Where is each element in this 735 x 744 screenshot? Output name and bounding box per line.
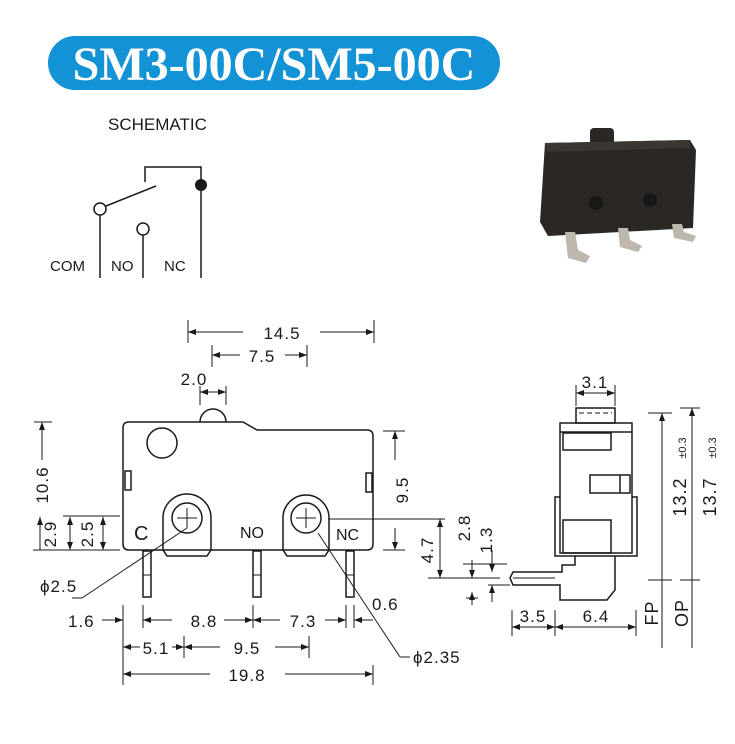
schematic-com-label: COM [50, 258, 85, 275]
dim-13-7-tolerance: ±0.3 [707, 437, 719, 458]
terminal-label-c: C [134, 523, 148, 545]
dim-7-5: 7.5 [249, 347, 276, 366]
dim-2-9: 2.9 [41, 521, 60, 548]
schematic-heading: SCHEMATIC [108, 115, 207, 134]
label-op: OP [672, 599, 692, 627]
dim-10-6: 10.6 [33, 466, 52, 503]
schematic-no-label: NO [111, 258, 134, 275]
dim-19-8: 19.8 [228, 666, 265, 685]
title-text: SM3-00C/SM5-00C [73, 38, 476, 91]
dim-2-5: 2.5 [78, 521, 97, 548]
dim-13-2: 13.2 [670, 477, 690, 516]
nc-contact [195, 179, 207, 191]
title-banner: SM3-00C/SM5-00C [48, 36, 500, 91]
schematic-nc-label: NC [164, 258, 186, 275]
dim-4-7: 4.7 [418, 537, 437, 564]
dim-14-5: 14.5 [263, 324, 300, 343]
mounting-hole-top [146, 427, 178, 459]
dim-1-3: 1.3 [477, 527, 496, 554]
dim-3-1: 3.1 [582, 373, 609, 392]
dim-9-5-horizontal: 9.5 [234, 639, 261, 658]
dim-13-7: 13.7 [700, 477, 720, 516]
switch-lever [105, 185, 157, 207]
com-contact [93, 202, 107, 216]
dim-5-1: 5.1 [143, 639, 170, 658]
mounting-hole-left [171, 502, 203, 534]
dim-2-0: 2.0 [181, 370, 208, 389]
front-view: C NO NC 14.5 7.5 2.0 10.6 2.9 2.5 9.5 4.… [33, 320, 500, 685]
no-contact [136, 222, 150, 236]
mounting-hole-right [290, 502, 322, 534]
dim-9-5-vertical: 9.5 [393, 477, 412, 504]
dim-2-8: 2.8 [455, 515, 474, 542]
terminal-label-nc: NC [336, 527, 359, 544]
dim-3-5: 3.5 [520, 607, 547, 626]
dim-hole-2-35: ϕ2.35 [413, 648, 461, 667]
dim-13-2-tolerance: ±0.3 [677, 437, 689, 458]
label-fp: FP [642, 600, 662, 625]
dim-1-6: 1.6 [68, 612, 95, 631]
dim-0-6: 0.6 [372, 595, 399, 614]
dim-6-4: 6.4 [583, 607, 610, 626]
schematic: SCHEMATIC COM NO NC [50, 115, 207, 278]
dim-hole-2-5: ϕ2.5 [40, 577, 77, 596]
dim-7-3: 7.3 [290, 612, 317, 631]
product-photo [540, 128, 696, 263]
dim-8-8: 8.8 [191, 612, 218, 631]
terminal-label-no: NO [240, 525, 264, 542]
side-view: 3.1 13.2 ±0.3 13.7 ±0.3 FP OP 2.8 1.3 3.… [455, 373, 720, 648]
